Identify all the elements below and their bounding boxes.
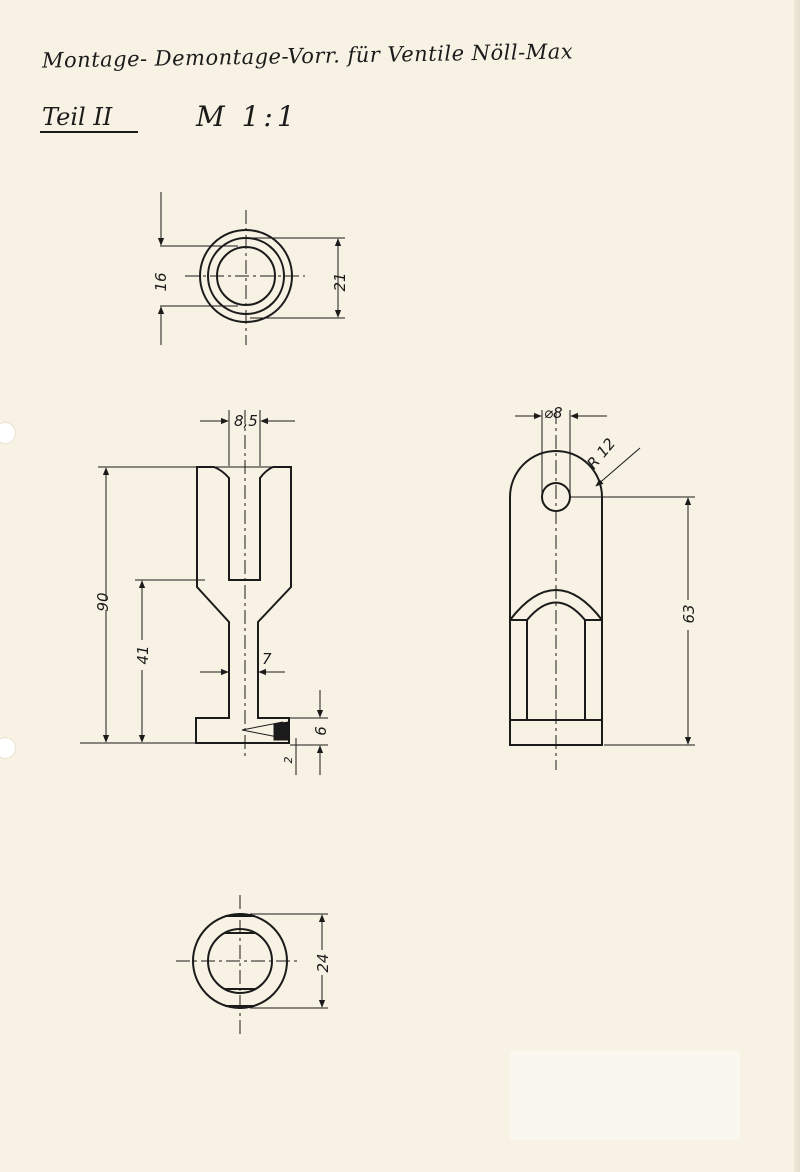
bottom-view-dim-24 [250,913,328,1009]
front-view-dim-41 [135,579,205,743]
punch-hole-upper [0,422,16,444]
part-label-underline [40,131,138,133]
dim-8-diameter-label: ⌀8 [544,404,563,422]
bottom-view [176,895,328,1035]
dim-16-label: 16 [152,272,170,291]
side-view-outline [509,450,603,746]
dim-41-label: 41 [134,645,152,664]
dim-2-label: 2 [282,757,295,764]
dim-6-label: 6 [312,726,330,736]
front-view [80,410,328,775]
front-view-dim-6-2 [290,690,328,775]
sheet-edge [794,0,800,1172]
dim-21-label: 21 [331,272,349,291]
bottom-view-centerlines [176,895,300,1035]
top-view [157,192,345,345]
dim-7-label: 7 [262,650,272,668]
front-view-dim-90 [80,466,196,744]
dim-r12-label: R 12 [583,435,619,473]
top-view-dim-21 [250,237,345,319]
side-view-dim-r12 [595,447,641,487]
top-view-centerlines [185,210,305,345]
top-view-dim-16 [157,192,238,345]
dim-63-label: 63 [680,604,698,623]
dim-24-label: 24 [314,953,332,972]
side-view-dim-63 [570,496,695,746]
front-view-dim-8-5 [200,410,295,466]
dim-8-5-label: 8,5 [234,412,258,430]
dim-90-label: 90 [94,592,112,611]
front-view-outline [195,466,292,744]
blank-area [510,1050,740,1140]
side-view [509,410,695,770]
side-view-arch-inner [526,601,586,621]
front-view-chamfer-detail [241,721,290,741]
part-label: Teil II [42,103,113,131]
scale-label: M 1:1 [196,100,299,133]
side-view-dim-8 [515,410,607,497]
punch-hole-lower [0,737,16,759]
